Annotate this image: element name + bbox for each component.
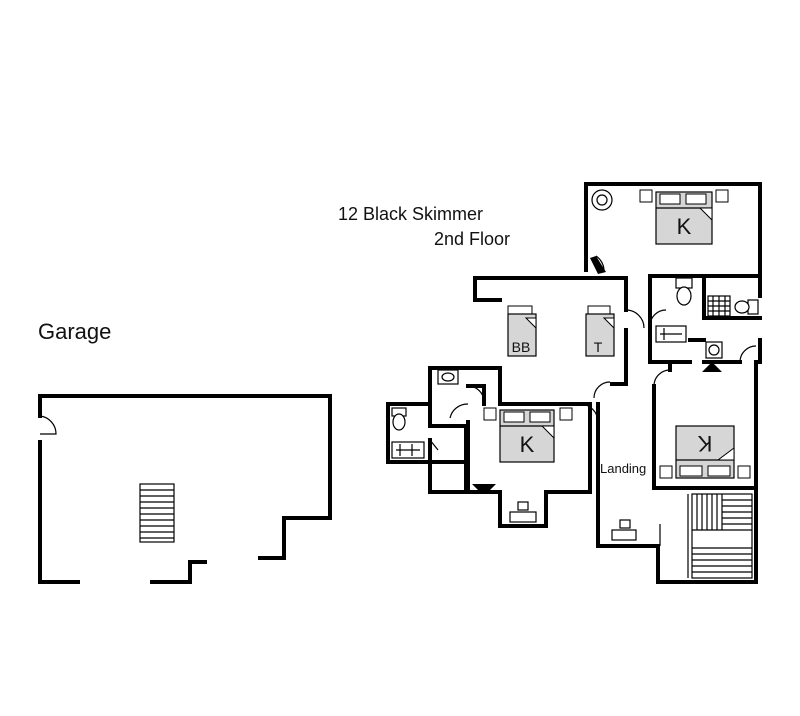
bed-label-middle-king: K — [520, 432, 535, 457]
landing: Landing — [596, 369, 758, 584]
corner-tub — [591, 189, 613, 211]
landing-label: Landing — [600, 461, 646, 476]
middle-king-door — [449, 403, 469, 419]
middle-king-desk — [509, 501, 537, 523]
master-bath-door — [649, 309, 667, 327]
bed-bunk: BB — [507, 305, 537, 357]
hall-bath-toilet — [391, 407, 407, 431]
master-shower — [655, 325, 687, 343]
garage-staircase — [139, 483, 175, 543]
hall-bath-sink — [437, 369, 459, 385]
hall-bath — [386, 366, 486, 494]
bed-label-bunk: BB — [512, 339, 531, 355]
bed-king-middle: K — [483, 407, 573, 463]
bunk-room-hall-door — [593, 381, 611, 399]
bed-king-right: K — [659, 425, 751, 479]
master-sink — [705, 341, 723, 359]
plan-title-line2: 2nd Floor — [434, 229, 510, 249]
right-king-bedroom: K — [652, 360, 758, 490]
bed-twin: T — [585, 305, 615, 357]
landing-staircase — [691, 493, 753, 579]
master-bedroom-top: K — [584, 182, 762, 364]
garage-label: Garage — [38, 319, 111, 344]
landing-desk — [611, 519, 637, 541]
master-bath — [648, 274, 762, 372]
bed-king-top: K — [639, 189, 729, 245]
hall-bath-door — [467, 385, 485, 403]
bed-label-twin: T — [594, 339, 603, 355]
bed-label-master-top: K — [677, 214, 692, 239]
garage: Garage — [38, 319, 332, 584]
middle-king-tv — [472, 484, 496, 490]
shower-door — [429, 439, 439, 451]
garage-side-door — [39, 415, 57, 435]
bunk-room-door — [625, 309, 645, 329]
master-top-door-panel — [590, 256, 606, 274]
master-bath-door-2 — [739, 345, 757, 363]
master-toilet-2 — [734, 299, 759, 315]
plan-title-line1: 12 Black Skimmer — [338, 204, 483, 224]
bed-label-right-king: K — [697, 431, 712, 456]
middle-king-bedroom: K — [449, 402, 599, 528]
bunk-room: BB T — [466, 276, 645, 406]
linen-tile-closet — [707, 295, 731, 317]
landing-door — [653, 369, 671, 387]
garage-walls — [38, 394, 332, 584]
master-toilet — [675, 277, 693, 306]
hall-bath-shower — [391, 441, 425, 459]
hall-nightlight — [702, 362, 722, 372]
